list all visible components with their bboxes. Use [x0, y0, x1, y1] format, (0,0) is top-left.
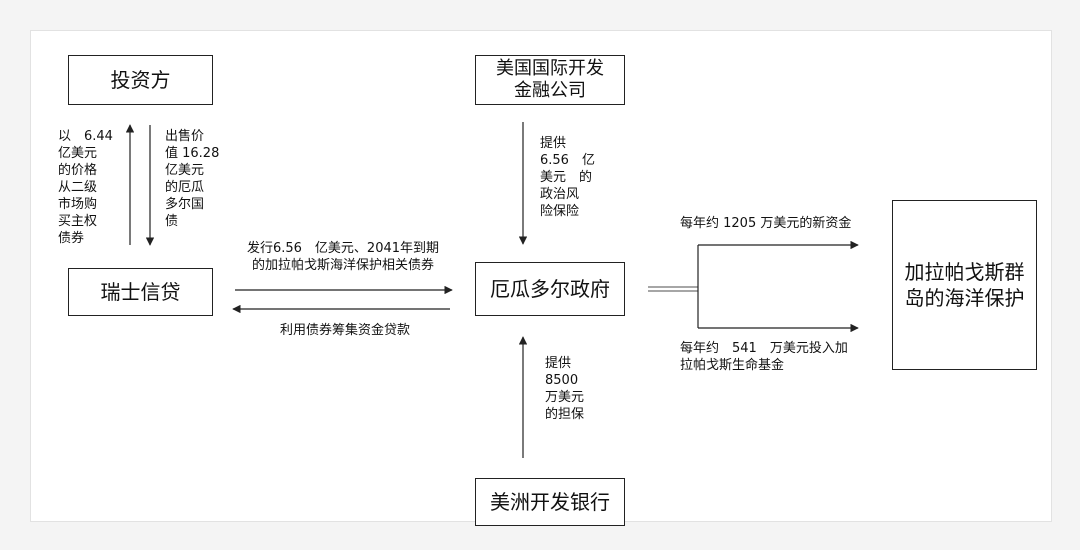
- galapagos-label: 加拉帕戈斯群 岛的海洋保护: [904, 260, 1025, 310]
- ecuador-government-label: 厄瓜多尔政府: [490, 277, 610, 301]
- label-loan: 利用债券筹集资金贷款: [279, 323, 410, 338]
- label-trust-fund: 每年约 541 万美元投入加 拉帕戈斯生命基金: [680, 341, 848, 373]
- idb-box: 美洲开发银行: [475, 478, 625, 526]
- opic-box: 美国国际开发 金融公司: [475, 55, 625, 105]
- ecuador-government-box: 厄瓜多尔政府: [475, 262, 625, 316]
- idb-label: 美洲开发银行: [490, 490, 610, 514]
- label-new-funds: 每年约 1205 万美元的新资金: [680, 216, 852, 231]
- label-sell-bonds: 出售价 值 16.28 亿美元 的厄瓜 多尔国 债: [165, 129, 220, 229]
- label-political-risk: 提供 6.56 亿 美元 的 政治风 险保险: [540, 136, 595, 219]
- investor-box: 投资方: [68, 55, 213, 105]
- credit-suisse-label: 瑞士信贷: [100, 280, 181, 304]
- label-guarantee: 提供 8500 万美元 的担保: [545, 356, 585, 422]
- opic-label: 美国国际开发 金融公司: [496, 58, 604, 101]
- investor-label: 投资方: [110, 68, 171, 92]
- label-issue-bonds: 发行6.56 亿美元、2041年到期 的加拉帕戈斯海洋保护相关债券: [246, 241, 440, 273]
- galapagos-box: 加拉帕戈斯群 岛的海洋保护: [892, 200, 1037, 370]
- credit-suisse-box: 瑞士信贷: [68, 268, 213, 316]
- label-investor-buy: 以 6.44 亿美元 的价格 从二级 市场购 买主权 债券: [58, 129, 113, 246]
